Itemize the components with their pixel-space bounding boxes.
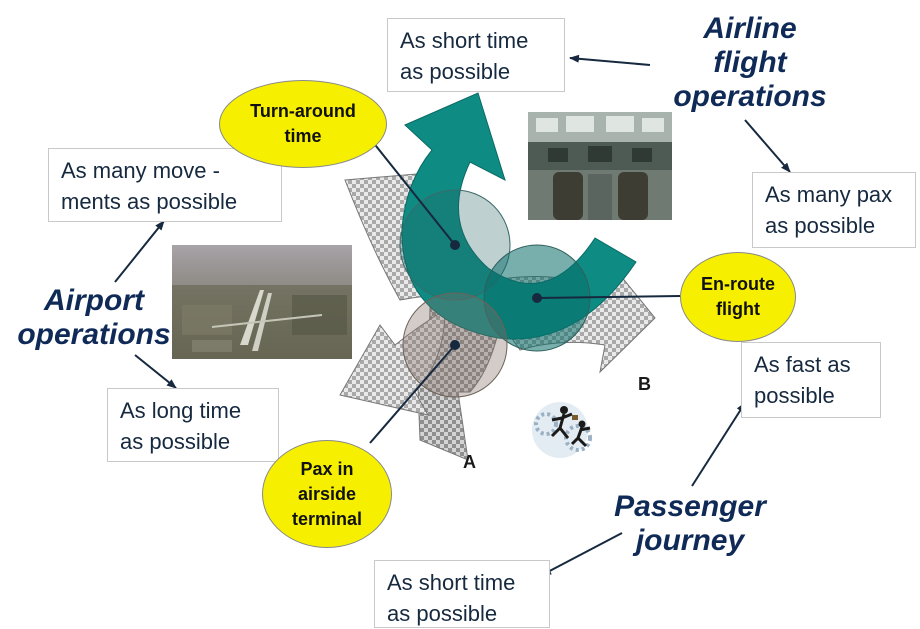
enroute-connector: [536, 295, 681, 299]
heading-airport-line-2: operations: [17, 318, 171, 351]
airport-to-movements-goal-arrow: [114, 220, 165, 283]
goal-journey-time-line-1: As short time: [387, 570, 516, 595]
phase-turnaround-line-1: Turn-around: [250, 101, 356, 121]
phase-enroute-line-1: En-route: [701, 274, 775, 294]
airline-to-pax-goal-arrow: [744, 119, 791, 173]
goal-box-movements: As many move - ments as possible: [48, 148, 282, 222]
heading-airline-flight-operations: Airline flight operations: [665, 12, 835, 114]
heading-airline-line-2: flight: [713, 46, 787, 79]
heading-airport-line-1: Airport: [44, 284, 144, 317]
passenger-to-journey-goal-arrow: [541, 532, 623, 576]
goal-journey-time-line-2: as possible: [387, 601, 498, 626]
goal-box-ground-time: As long time as possible: [107, 388, 279, 462]
goal-ground-time-line-2: as possible: [120, 429, 231, 454]
heading-airport-operations: Airport operations: [6, 284, 182, 352]
heading-passenger-journey: Passenger journey: [598, 490, 782, 558]
phase-enroute-ellipse: En-route flight: [680, 252, 796, 342]
phase-terminal-line-2: airside: [297, 483, 357, 504]
goal-pax-count-line-2: as possible: [765, 213, 876, 238]
goal-box-speed: As fast as possible: [741, 342, 881, 418]
goal-box-pax-count: As many pax as possible: [752, 172, 916, 248]
goal-movements-line-2: ments as possible: [61, 189, 238, 214]
airline-to-turnaround-goal-arrow: [569, 54, 651, 66]
goal-turnaround-line-2: as possible: [400, 59, 511, 84]
terminal-connector: [369, 344, 456, 444]
grey-arrow-lower-left: [339, 309, 446, 416]
heading-airline-line-1: Airline: [703, 12, 797, 45]
phase-turnaround-ellipse: Turn-around time: [219, 80, 387, 168]
running-businessmen-clipart: [520, 394, 608, 466]
airport-to-ground-time-goal-arrow: [134, 354, 177, 389]
goal-pax-count-line-1: As many pax: [765, 182, 893, 207]
airport-aerial-photo: [172, 245, 352, 359]
turnaround-connector: [367, 135, 456, 246]
marker-b: B: [638, 374, 651, 394]
goal-movements-line-1: As many move -: [61, 158, 220, 183]
goal-turnaround-line-1: As short time: [400, 28, 529, 53]
phase-enroute-line-2: flight: [716, 299, 760, 319]
goal-speed-line-1: As fast as: [754, 352, 851, 377]
phase-terminal-line-3: terminal: [291, 508, 363, 529]
phase-terminal-line-1: Pax in: [300, 458, 354, 479]
phase-terminal-ellipse: Pax in airside terminal: [262, 440, 392, 548]
cockpit-photo: [528, 112, 672, 220]
goal-box-journey-time: As short time as possible: [374, 560, 550, 628]
goal-speed-line-2: possible: [754, 383, 835, 408]
marker-a: A: [463, 452, 476, 472]
passenger-to-speed-goal-arrow: [691, 402, 746, 487]
goal-box-turnaround: As short time as possible: [387, 18, 565, 92]
phase-turnaround-line-2: time: [284, 126, 322, 146]
heading-airline-line-3: operations: [673, 80, 827, 113]
heading-passenger-line-2: journey: [635, 524, 745, 557]
goal-ground-time-line-1: As long time: [120, 398, 242, 423]
heading-passenger-line-1: Passenger: [614, 490, 766, 523]
